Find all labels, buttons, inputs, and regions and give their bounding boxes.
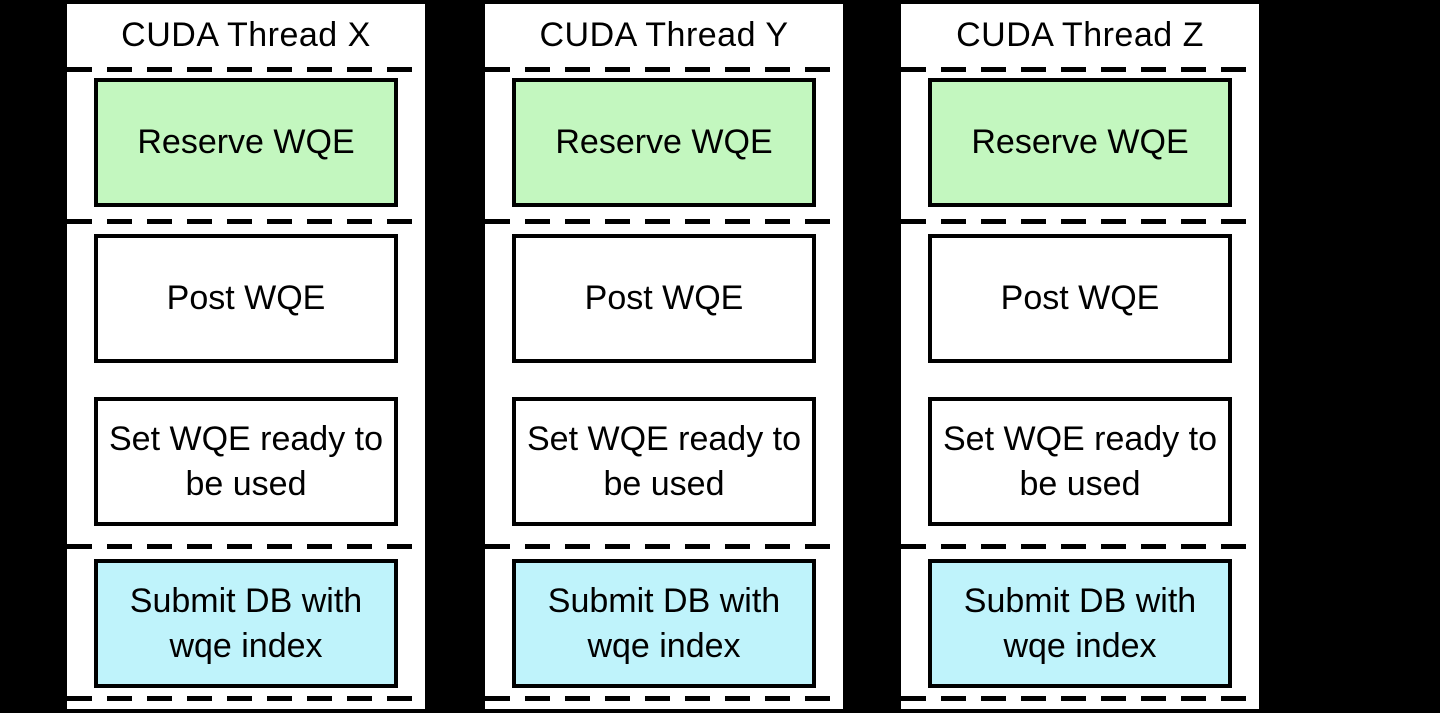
dashed-divider (485, 219, 843, 224)
dashed-divider (67, 544, 425, 549)
step-label: Reserve WQE (137, 123, 355, 162)
dashed-divider (485, 696, 843, 701)
step-label: Set WQE ready to be used (943, 420, 1217, 503)
step-set-wqe-ready: Set WQE ready to be used (928, 397, 1232, 526)
dashed-divider (67, 219, 425, 224)
step-label: Post WQE (1000, 279, 1160, 318)
step-label: Submit DB with wqe index (129, 582, 363, 665)
step-reserve-wqe: Reserve WQE (512, 78, 816, 207)
step-set-wqe-ready: Set WQE ready to be used (94, 397, 398, 526)
lane-title: CUDA Thread X (121, 16, 371, 54)
dashed-divider (485, 544, 843, 549)
swimlane-cuda-thread-x: CUDA Thread X Reserve WQE Post WQE Set W… (63, 0, 429, 713)
swimlane-cuda-thread-z: CUDA Thread Z Reserve WQE Post WQE Set W… (897, 0, 1263, 713)
step-post-wqe: Post WQE (94, 234, 398, 363)
dashed-divider (901, 696, 1259, 701)
dashed-divider (485, 67, 843, 72)
step-reserve-wqe: Reserve WQE (928, 78, 1232, 207)
step-set-wqe-ready: Set WQE ready to be used (512, 397, 816, 526)
lane-title: CUDA Thread Z (956, 16, 1204, 54)
dashed-divider (901, 544, 1259, 549)
step-label: Set WQE ready to be used (109, 420, 383, 503)
dashed-divider (901, 219, 1259, 224)
step-label: Set WQE ready to be used (527, 420, 801, 503)
step-label: Post WQE (584, 279, 744, 318)
step-submit-db: Submit DB with wqe index (928, 559, 1232, 688)
swimlane-cuda-thread-y: CUDA Thread Y Reserve WQE Post WQE Set W… (481, 0, 847, 713)
dashed-divider (901, 67, 1259, 72)
step-post-wqe: Post WQE (512, 234, 816, 363)
lane-title: CUDA Thread Y (539, 16, 789, 54)
dashed-divider (67, 67, 425, 72)
dashed-divider (67, 696, 425, 701)
step-label: Submit DB with wqe index (547, 582, 781, 665)
step-submit-db: Submit DB with wqe index (512, 559, 816, 688)
step-label: Reserve WQE (555, 123, 773, 162)
step-submit-db: Submit DB with wqe index (94, 559, 398, 688)
step-label: Reserve WQE (971, 123, 1189, 162)
step-reserve-wqe: Reserve WQE (94, 78, 398, 207)
step-post-wqe: Post WQE (928, 234, 1232, 363)
step-label: Post WQE (166, 279, 326, 318)
step-label: Submit DB with wqe index (963, 582, 1197, 665)
